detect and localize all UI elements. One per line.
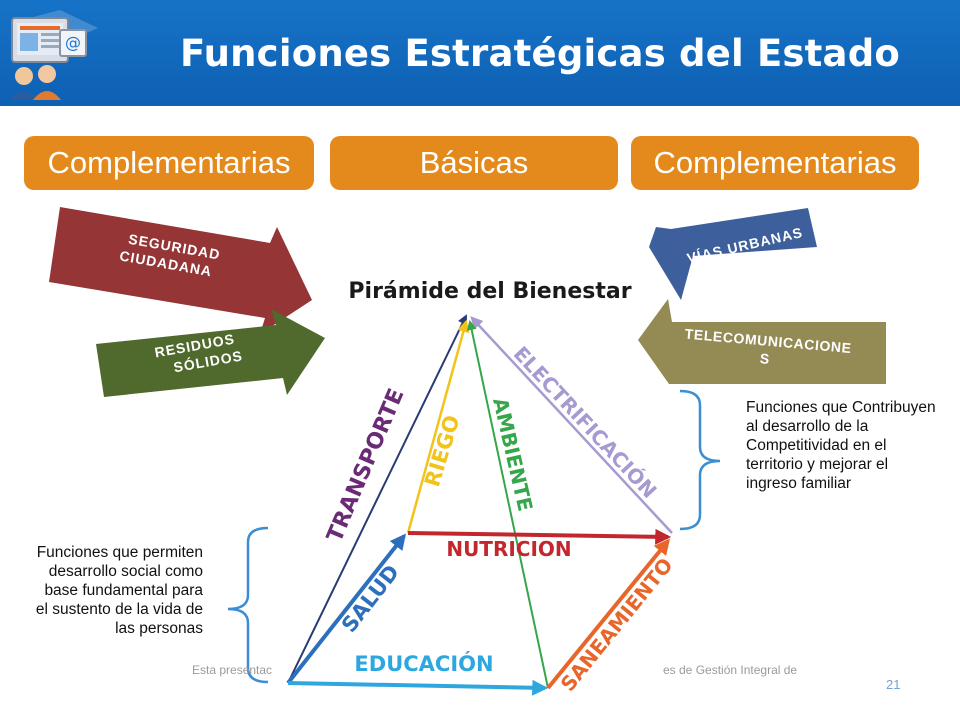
left-brace <box>227 526 269 684</box>
ambiente-line <box>466 320 549 689</box>
category-complementarias-right: Complementarias <box>631 136 919 190</box>
page-number: 21 <box>886 677 901 692</box>
footer-text-right: es de Gestión Integral de <box>663 663 798 677</box>
arrow-seguridad-ciudadana: SEGURIDAD CIUDADANA <box>49 207 312 334</box>
computer-users-logo-icon: @ <box>10 10 98 100</box>
educacion-line <box>287 679 549 696</box>
category-complementarias-left: Complementarias <box>24 136 314 190</box>
note-desarrollo-social: Funciones que permiten desarrollo social… <box>35 544 203 637</box>
header-bar <box>0 0 960 106</box>
nutricion-line <box>407 528 672 545</box>
category-basicas: Básicas <box>330 136 618 190</box>
arrow-residuos-solidos: RESIDUOS SÓLIDOS <box>96 309 325 397</box>
saneamiento-line <box>546 538 671 690</box>
right-brace <box>679 389 721 531</box>
label-ambiente: AMBIENTE <box>488 395 537 513</box>
arrow-telecom-line2: S <box>759 350 770 367</box>
label-riego: RIEGO <box>420 412 464 489</box>
transporte-line <box>287 314 468 684</box>
page-title: Funciones Estratégicas del Estado <box>179 32 901 75</box>
electrificacion-line <box>470 316 673 534</box>
footer-text-left: Esta presentac <box>192 663 273 677</box>
arrow-vias-urbanas: VÍAS URBANAS <box>649 208 817 300</box>
label-educacion: EDUCACIÓN <box>354 651 493 676</box>
svg-text:@: @ <box>65 33 81 52</box>
arrow-telecomunicaciones: TELECOMUNICACIONE S <box>638 299 886 384</box>
pyramid-title: Pirámide del Bienestar <box>348 279 631 304</box>
label-saneamiento: SANEAMIENTO <box>556 553 678 696</box>
riego-line <box>406 319 470 534</box>
note-competitividad: Funciones que Contribuyen al desarrollo … <box>746 399 936 492</box>
salud-line <box>286 533 406 685</box>
label-salud: SALUD <box>337 560 404 637</box>
label-nutricion: NUTRICION <box>446 537 571 561</box>
